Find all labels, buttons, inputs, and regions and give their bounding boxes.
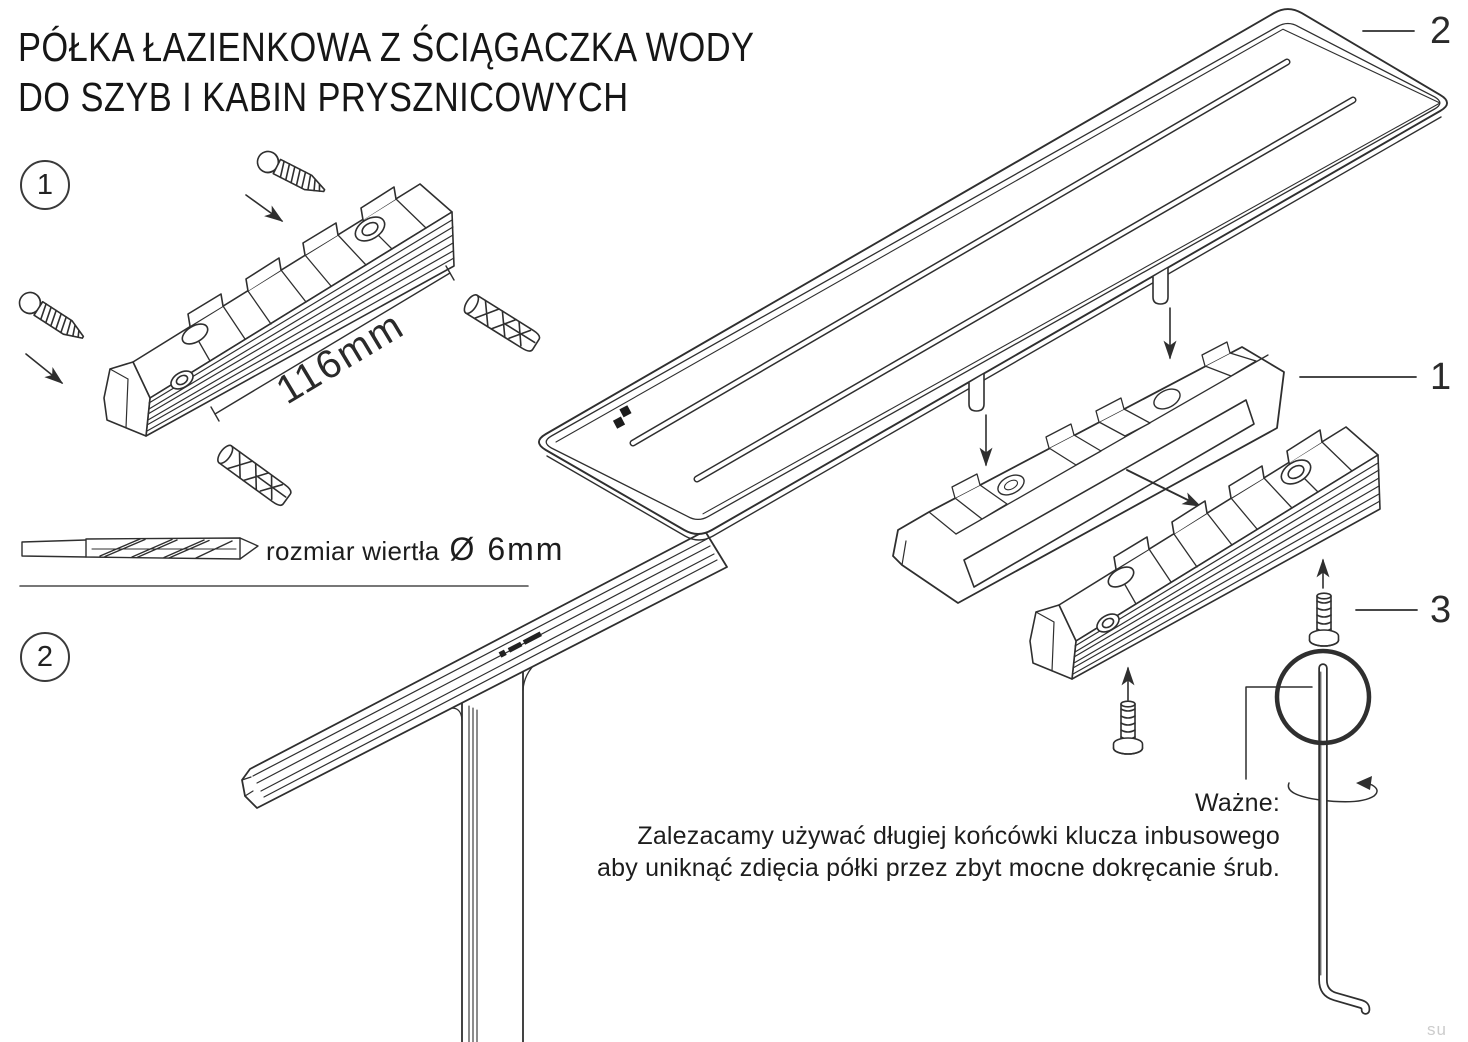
machine-screw-icon (1112, 700, 1144, 755)
drill-bit-icon (21, 537, 259, 560)
rotation-arrowhead-icon (1356, 776, 1372, 790)
page-title-line2: DO SZYB I KABIN PRYSZNICOWYCH (18, 74, 629, 120)
step1-number: 1 (36, 168, 54, 201)
shelf-glass-drawing (537, 8, 1449, 541)
warning-heading: Ważne: (1194, 789, 1280, 817)
brand-mark-icon (498, 631, 542, 658)
warning-line1: Zalezacamy używać długiej końcówki klucz… (637, 821, 1280, 850)
magnifier-circle (1274, 648, 1372, 746)
leader-line-warning (1245, 686, 1313, 780)
step1-badge: 1 (20, 160, 70, 210)
page-title-line1: PÓŁKA ŁAZIENKOWA Z ŚCIĄGACZKA WODY (18, 24, 755, 70)
wall-plug-icon (460, 291, 543, 355)
cover-profile-drawing (892, 341, 1285, 604)
mounting-peg (1152, 267, 1169, 305)
squeegee-handle-drawing (446, 661, 538, 1042)
insert-arrow-icon (25, 353, 64, 384)
drain-rail (629, 58, 1357, 483)
drill-size-text: rozmiar wiertła (266, 536, 440, 566)
warning-line2: aby uniknąć zdięcia półki przez zbyt moc… (597, 854, 1280, 882)
part-label-cover: 1 (1430, 356, 1452, 398)
insert-arrow-icon (245, 194, 284, 222)
screw-icon (14, 287, 90, 347)
step2-number: 2 (36, 640, 54, 673)
step1-wall-rail-drawing (103, 183, 455, 437)
squeegee-blade-drawing (241, 530, 728, 809)
brand-mark-icon (612, 405, 632, 429)
watermark: su (1427, 1020, 1447, 1039)
drill-diameter-value: Ø 6mm (449, 531, 565, 567)
allen-key-icon (1318, 663, 1371, 1015)
part-label-screw: 3 (1430, 589, 1452, 631)
part-label-shelf: 2 (1430, 10, 1452, 52)
screw-icon (253, 147, 330, 201)
drill-size-label: rozmiar wiertła Ø 6mm (266, 531, 564, 568)
mounting-peg (968, 373, 985, 412)
dimension-line (210, 265, 455, 422)
page-title: PÓŁKA ŁAZIENKOWA Z ŚCIĄGACZKA WODY DO SZ… (18, 22, 754, 122)
wall-plug-icon (214, 442, 294, 509)
step2-badge: 2 (20, 632, 70, 682)
machine-screw-icon (1308, 592, 1340, 647)
warning-note: Ważne: Zalezacamy używać długiej końcówk… (597, 787, 1280, 885)
assembly-arrow-icon (1126, 469, 1202, 507)
